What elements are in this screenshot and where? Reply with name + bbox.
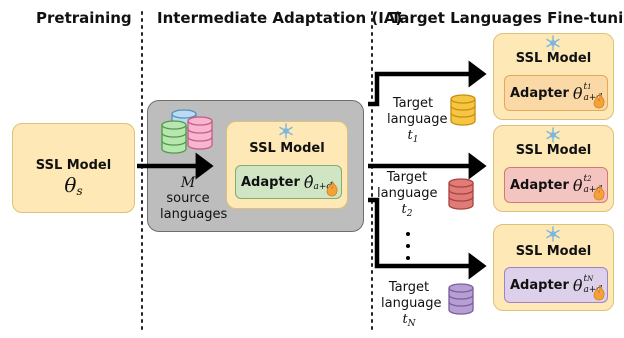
target-model-title: SSL Model xyxy=(515,51,592,66)
theta-sup-sub: 2 xyxy=(587,175,592,183)
db-pink xyxy=(187,116,213,150)
header-intermediate-adaptation: Intermediate Adaptation (IA) xyxy=(157,9,403,27)
target-sub: 1 xyxy=(412,135,419,145)
adapter-label: Adapter xyxy=(510,177,569,193)
target-line2: language xyxy=(377,186,438,201)
target-var: t xyxy=(407,128,413,143)
theta-symbol: θ xyxy=(572,275,583,295)
source-m-symbol: M xyxy=(180,175,196,191)
theta-sup-sub: 1 xyxy=(587,83,592,91)
theta-sup: t xyxy=(583,174,588,184)
theta-sup: t xyxy=(583,82,588,92)
ellipsis-dots xyxy=(406,232,410,260)
theta-hat-symbol: θ̂ xyxy=(303,172,314,192)
pretrain-ssl-model-box: SSL Model θs xyxy=(12,123,135,213)
pretrain-model-title: SSL Model xyxy=(35,158,112,173)
theta-subscript: s xyxy=(76,184,83,198)
theta-subscript: a+d xyxy=(583,285,603,295)
snowflake-icon xyxy=(279,123,293,139)
target-model-title: SSL Model xyxy=(515,143,592,158)
snowflake-icon xyxy=(546,35,560,51)
target-sub: 2 xyxy=(406,209,413,219)
ia-adapter: Adapter θ̂a+d xyxy=(235,165,342,199)
target-sub: N xyxy=(407,319,416,329)
arrow-to-target-1 xyxy=(368,60,487,107)
header-pretraining: Pretraining xyxy=(36,9,132,27)
target-line1: Target xyxy=(386,170,428,185)
target-model-title: SSL Model xyxy=(515,244,592,259)
target-language-label-n: Target language tN xyxy=(381,280,442,329)
source-line1: source xyxy=(166,191,210,206)
adapter-label: Adapter xyxy=(510,277,569,293)
pretrain-theta: θs xyxy=(13,173,134,198)
header-target-finetuning: Target Languages Fine-tuning xyxy=(391,9,624,27)
snowflake-icon xyxy=(546,226,560,242)
theta-sup-sub: N xyxy=(587,275,594,283)
source-languages-label: M source languages xyxy=(160,175,228,223)
target-line2: language xyxy=(381,296,442,311)
target-line2: language xyxy=(387,112,448,127)
theta-subscript: a+d xyxy=(313,182,333,192)
target-language-label-2: Target language t2 xyxy=(377,170,438,219)
source-databases-icon xyxy=(161,109,213,154)
target-db-icon-n xyxy=(448,283,474,315)
ia-model-title: SSL Model xyxy=(249,141,325,156)
target-db-icon-2 xyxy=(448,178,474,210)
target-line1: Target xyxy=(392,96,434,111)
flame-icon xyxy=(593,184,605,201)
theta-subscript: a+d xyxy=(583,93,603,103)
ia-ssl-model-box: SSL Model Adapter θ̂a+d xyxy=(226,121,348,209)
theta-sup: t xyxy=(583,274,588,284)
theta-subscript: a+d xyxy=(583,185,603,195)
adapter-label: Adapter xyxy=(510,85,569,101)
theta-symbol: θ xyxy=(572,175,583,195)
theta-symbol: θ xyxy=(572,83,583,103)
target-language-label-1: Target language t1 xyxy=(387,96,448,145)
snowflake-icon xyxy=(546,127,560,143)
flame-icon xyxy=(326,180,338,197)
flame-icon xyxy=(593,284,605,301)
source-line2: languages xyxy=(160,207,228,222)
target-line1: Target xyxy=(388,280,430,295)
flame-icon xyxy=(593,92,605,109)
target-db-icon-1 xyxy=(450,94,476,126)
arrow-to-target-n xyxy=(368,197,487,280)
target-var: t xyxy=(402,312,408,327)
adapter-label: Adapter xyxy=(241,174,300,190)
db-green xyxy=(161,120,187,154)
target-var: t xyxy=(401,202,407,217)
theta-symbol: θ xyxy=(64,173,77,197)
